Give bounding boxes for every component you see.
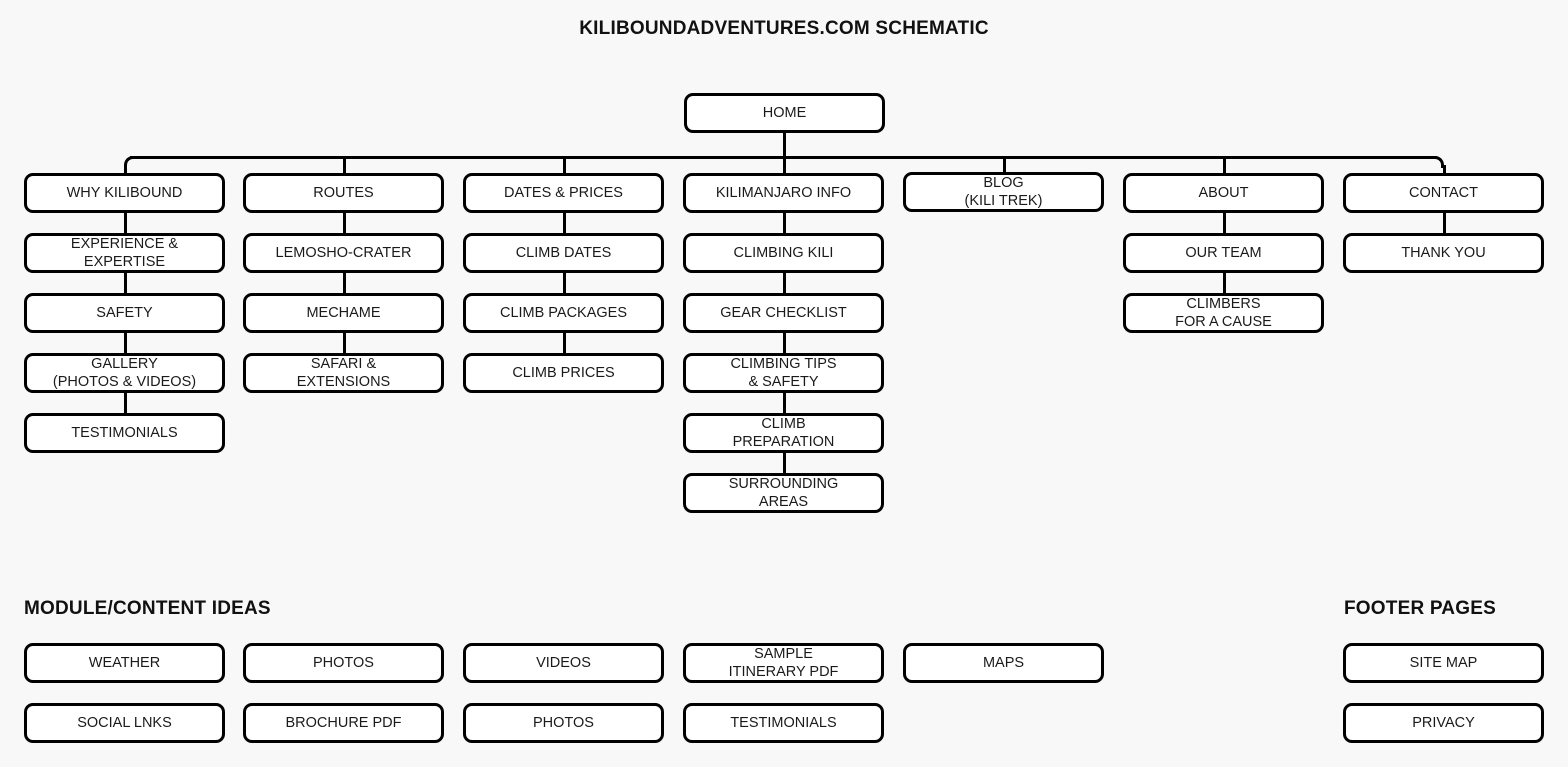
- node-our-team[interactable]: OUR TEAM: [1123, 233, 1324, 273]
- module-weather[interactable]: WEATHER: [24, 643, 225, 683]
- connector-kili-1: [783, 213, 786, 233]
- module-social-links[interactable]: SOCIAL LNKS: [24, 703, 225, 743]
- connector-routes-3: [343, 333, 346, 353]
- connector-why-kilibound-2: [124, 273, 127, 293]
- node-why-kilibound[interactable]: WHY KILIBOUND: [24, 173, 225, 213]
- page-title: KILIBOUNDADVENTURES.COM SCHEMATIC: [579, 18, 989, 39]
- node-kilimanjaro-info[interactable]: KILIMANJARO INFO: [683, 173, 884, 213]
- connector-bus-to-kilimanjaro-info: [783, 156, 786, 176]
- modules-section-title: MODULE/CONTENT IDEAS: [24, 598, 271, 619]
- connector-bus-to-routes: [343, 156, 346, 176]
- connector-dates-3: [563, 333, 566, 353]
- footer-pages-section-title: FOOTER PAGES: [1344, 598, 1496, 619]
- node-climbing-tips-safety[interactable]: CLIMBING TIPS & SAFETY: [683, 353, 884, 393]
- connector-bus-to-about: [1223, 156, 1226, 176]
- node-climb-packages[interactable]: CLIMB PACKAGES: [463, 293, 664, 333]
- connector-routes-1: [343, 213, 346, 233]
- connector-bus-to-contact: [1443, 165, 1446, 176]
- module-testimonials[interactable]: TESTIMONIALS: [683, 703, 884, 743]
- footer-page-site-map[interactable]: SITE MAP: [1343, 643, 1544, 683]
- node-experience-expertise[interactable]: EXPERIENCE & EXPERTISE: [24, 233, 225, 273]
- connector-bus-to-blog: [1003, 156, 1006, 172]
- connector-routes-2: [343, 273, 346, 293]
- connector-why-kilibound-1: [124, 213, 127, 233]
- node-gear-checklist[interactable]: GEAR CHECKLIST: [683, 293, 884, 333]
- node-mechame[interactable]: MECHAME: [243, 293, 444, 333]
- node-testimonials-gallery[interactable]: TESTIMONIALS: [24, 413, 225, 453]
- node-blog[interactable]: BLOG (KILI TREK): [903, 172, 1104, 212]
- connector-home-to-bus: [783, 133, 786, 158]
- connector-dates-2: [563, 273, 566, 293]
- node-climb-dates[interactable]: CLIMB DATES: [463, 233, 664, 273]
- module-sample-itinerary-pdf[interactable]: SAMPLE ITINERARY PDF: [683, 643, 884, 683]
- node-gallery[interactable]: GALLERY (PHOTOS & VIDEOS): [24, 353, 225, 393]
- connector-about-2: [1223, 273, 1226, 293]
- module-videos[interactable]: VIDEOS: [463, 643, 664, 683]
- connector-why-kilibound-3: [124, 333, 127, 353]
- node-about[interactable]: ABOUT: [1123, 173, 1324, 213]
- node-lemosho-crater[interactable]: LEMOSHO-CRATER: [243, 233, 444, 273]
- node-climb-preparation[interactable]: CLIMB PREPARATION: [683, 413, 884, 453]
- module-photos-2[interactable]: PHOTOS: [463, 703, 664, 743]
- connector-about-1: [1223, 213, 1226, 233]
- connector-kili-3: [783, 333, 786, 353]
- node-climb-prices[interactable]: CLIMB PRICES: [463, 353, 664, 393]
- node-home[interactable]: HOME: [684, 93, 885, 133]
- connector-bus-to-dates-and-prices: [563, 156, 566, 176]
- connector-contact-1: [1443, 213, 1446, 233]
- connector-kili-5: [783, 453, 786, 473]
- connector-why-kilibound-4: [124, 393, 127, 413]
- connector-dates-1: [563, 213, 566, 233]
- footer-page-privacy[interactable]: PRIVACY: [1343, 703, 1544, 743]
- node-thank-you[interactable]: THANK YOU: [1343, 233, 1544, 273]
- node-surrounding-areas[interactable]: SURROUNDING AREAS: [683, 473, 884, 513]
- module-maps[interactable]: MAPS: [903, 643, 1104, 683]
- connector-kili-2: [783, 273, 786, 293]
- node-routes[interactable]: ROUTES: [243, 173, 444, 213]
- node-climbing-kili[interactable]: CLIMBING KILI: [683, 233, 884, 273]
- node-dates-and-prices[interactable]: DATES & PRICES: [463, 173, 664, 213]
- node-contact[interactable]: CONTACT: [1343, 173, 1544, 213]
- module-brochure-pdf[interactable]: BROCHURE PDF: [243, 703, 444, 743]
- node-climbers-for-a-cause[interactable]: CLIMBERS FOR A CAUSE: [1123, 293, 1324, 333]
- module-photos[interactable]: PHOTOS: [243, 643, 444, 683]
- connector-kili-4: [783, 393, 786, 413]
- node-safari-extensions[interactable]: SAFARI & EXTENSIONS: [243, 353, 444, 393]
- connector-bus-right-elbow: [1432, 156, 1444, 168]
- node-safety[interactable]: SAFETY: [24, 293, 225, 333]
- connector-bus-to-why-kilibound: [124, 165, 127, 176]
- connector-bus-left-elbow: [124, 156, 136, 168]
